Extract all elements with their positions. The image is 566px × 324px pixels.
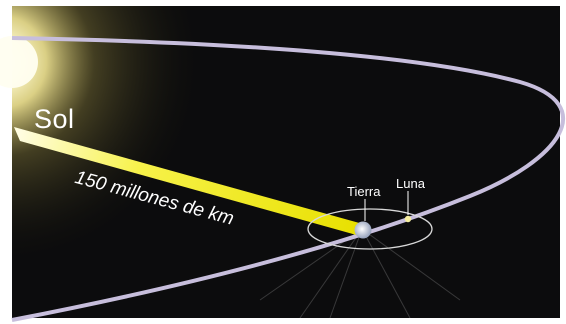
distance-beam [14, 127, 363, 236]
sun-label: Sol [34, 104, 75, 134]
sun-icon [0, 36, 38, 88]
earth-label: Tierra [347, 184, 381, 199]
moon-orbit [307, 208, 433, 250]
earth-orbit [11, 36, 566, 322]
moon-icon [404, 215, 412, 223]
sun-glow [12, 6, 560, 318]
earth-icon [354, 221, 372, 239]
moon-label: Luna [396, 176, 425, 191]
